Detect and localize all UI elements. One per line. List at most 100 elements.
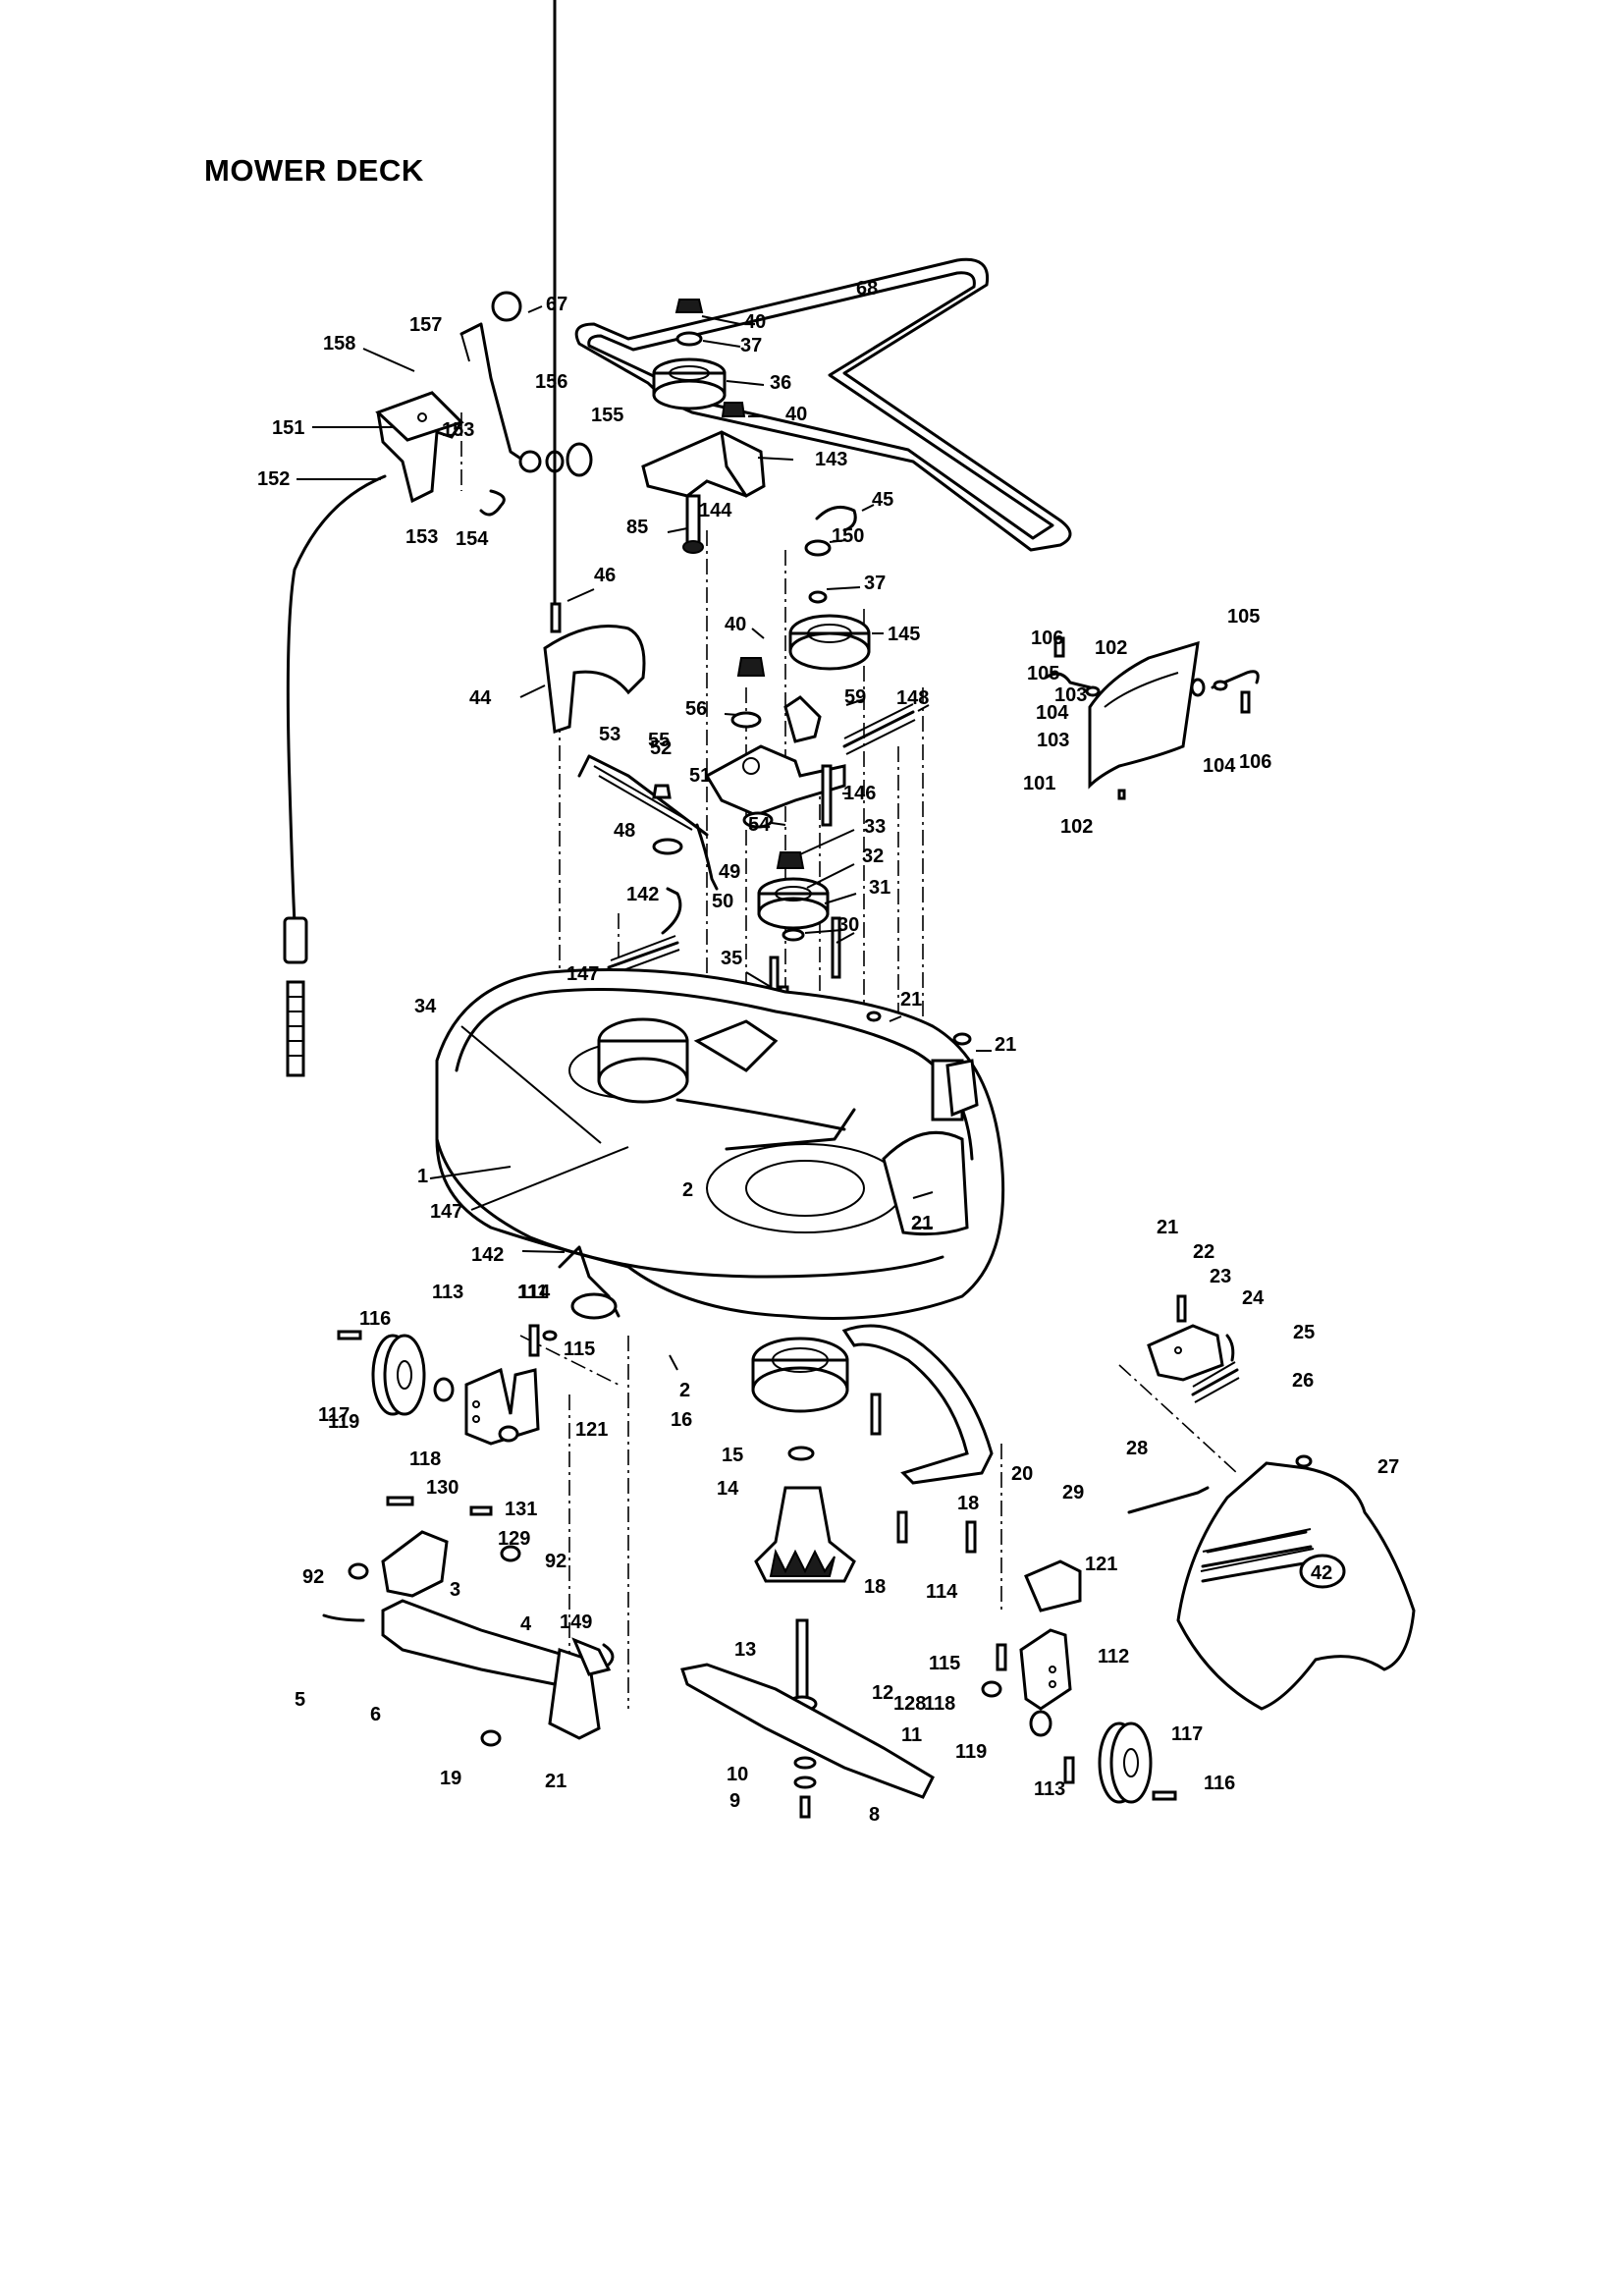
callout-25: 25 [1293,1322,1315,1343]
callout-8: 8 [869,1804,880,1826]
callout-105: 105 [1227,606,1260,628]
callout-148: 148 [896,687,929,709]
callout-37: 37 [864,573,886,594]
callout-35: 35 [721,948,742,969]
right-deck-bracket [866,1011,979,1118]
callout-121: 121 [1085,1554,1117,1575]
callout-55: 55 [648,730,670,751]
callout-67: 67 [546,294,567,315]
callout-117: 117 [318,1404,350,1426]
deck-size-badge: 42 [1311,1562,1332,1584]
callout-21: 21 [911,1213,933,1234]
front-link-assembly [322,1496,615,1747]
callout-40: 40 [744,311,766,333]
callout-53: 53 [599,724,620,745]
callout-21: 21 [900,989,922,1011]
callout-49: 49 [719,861,740,883]
callout-158: 158 [323,333,355,355]
callout-154: 154 [456,528,489,550]
callout-23: 23 [1210,1266,1231,1287]
callout-153: 153 [405,526,438,548]
callout-113: 113 [432,1282,463,1303]
callout-20: 20 [1011,1463,1033,1485]
callout-142: 142 [471,1244,504,1266]
callout-29: 29 [1062,1482,1084,1503]
callout-46: 46 [594,565,616,586]
callout-106: 106 [1031,628,1063,649]
callout-56: 56 [685,698,707,720]
belt-keeper [543,0,646,735]
callout-21: 21 [1157,1217,1178,1238]
callout-155: 155 [591,405,623,426]
callout-152: 152 [257,468,290,490]
callout-24: 24 [1242,1287,1265,1309]
left-gauge-wheel [337,1330,519,1443]
callout-50: 50 [712,891,733,912]
callout-103: 103 [1054,684,1087,706]
page-title: MOWER DECK [204,153,424,188]
callout-121: 121 [575,1419,608,1441]
lift-cable [283,474,387,1077]
lift-lever [459,291,593,517]
callout-44: 44 [469,687,492,709]
callout-105: 105 [1027,663,1059,684]
callout-37: 37 [740,335,762,356]
callout-16: 16 [671,1409,692,1431]
callout-36: 36 [770,372,791,394]
callout-15: 15 [722,1445,743,1466]
callout-54: 54 [748,814,771,836]
drive-belt [574,257,1072,552]
callout-48: 48 [614,820,635,842]
callout-116: 116 [359,1308,391,1330]
callout-156: 156 [535,371,567,393]
callout-12: 12 [872,1682,893,1704]
cable-bracket [375,391,464,504]
callout-10: 10 [727,1764,748,1785]
callout-31: 31 [869,877,890,899]
callout-147: 147 [430,1201,462,1223]
callout-40: 40 [785,404,807,425]
right-gauge-wheel [1063,1722,1177,1804]
callout-5: 5 [295,1689,305,1711]
callout-6: 6 [370,1704,381,1725]
callout-116: 116 [1204,1773,1235,1794]
callout-13: 13 [734,1639,756,1661]
idler-arm-assembly [704,695,916,829]
callout-113: 113 [1034,1778,1065,1800]
callout-118: 118 [409,1449,441,1470]
callout-145: 145 [888,624,920,645]
callout-32: 32 [862,846,884,867]
chute-bracket [1127,1294,1313,1514]
leader-lines [297,305,992,1371]
callout-labels: 1223456891011121314151618181920212121212… [257,278,1399,1826]
deflector-shield [1044,636,1260,800]
callout-128: 128 [893,1693,926,1715]
center-pulley [757,851,841,1028]
callout-118: 118 [924,1693,955,1715]
callout-146: 146 [843,783,876,804]
callout-101: 101 [1023,773,1055,794]
callout-131: 131 [505,1499,537,1520]
callout-59: 59 [844,686,866,708]
spring-147-top [607,887,682,975]
callout-147: 147 [566,963,599,985]
callout-102: 102 [1060,816,1093,838]
callout-26: 26 [1292,1370,1314,1392]
callout-52: 52 [650,738,672,759]
callout-142: 142 [626,884,659,905]
callout-143: 143 [815,449,847,470]
callout-149: 149 [560,1612,592,1633]
callout-106: 106 [1239,751,1271,773]
callout-115: 115 [929,1653,960,1674]
callout-104: 104 [1203,755,1236,777]
callout-85: 85 [626,517,648,538]
callout-114: 114 [518,1282,551,1303]
callout-11: 11 [901,1724,922,1746]
callout-1: 1 [417,1166,428,1187]
callout-9: 9 [729,1790,740,1812]
callout-33: 33 [864,816,886,838]
callout-119: 119 [955,1741,987,1763]
callout-51: 51 [689,765,711,787]
callout-151: 151 [272,417,304,439]
